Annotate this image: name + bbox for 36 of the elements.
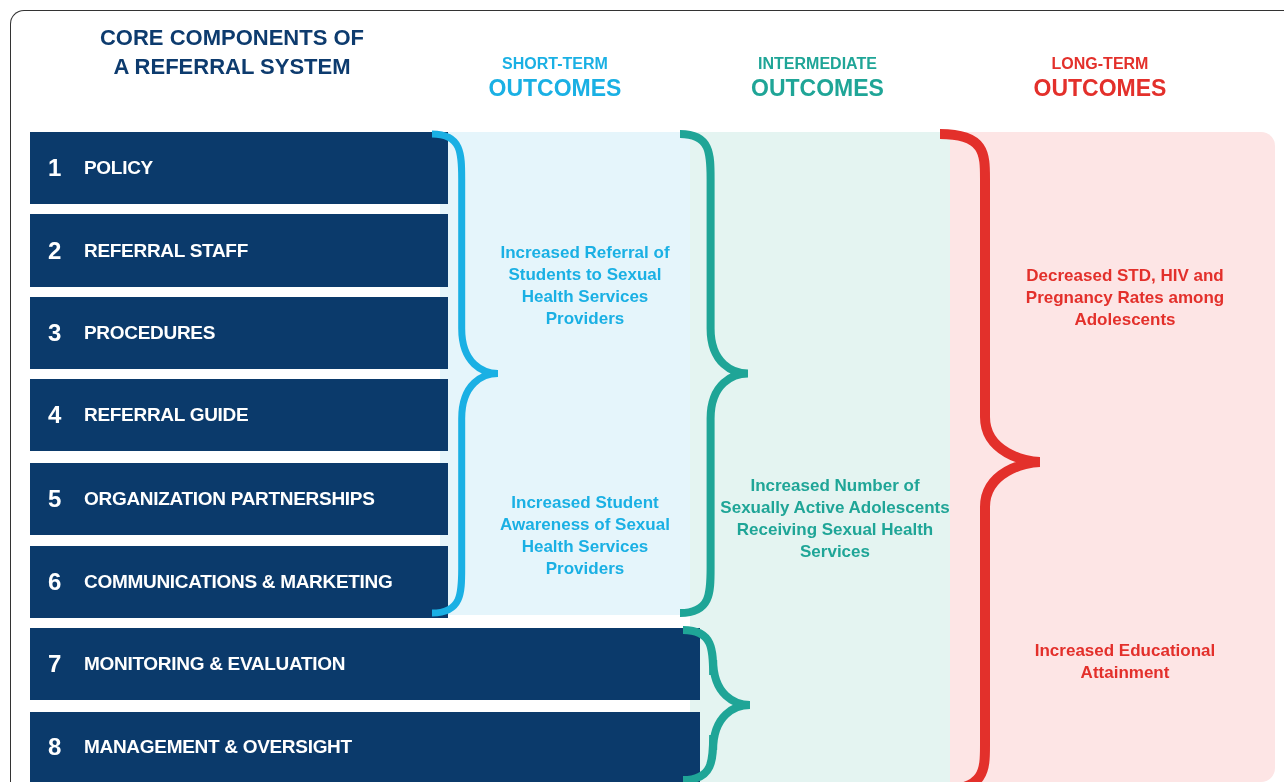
component-number: 2	[48, 236, 63, 265]
column-heading: OUTCOMES	[487, 75, 623, 102]
component-bar	[30, 214, 448, 287]
column-subheading: SHORT-TERM	[501, 55, 609, 73]
component-number: 4	[48, 401, 63, 429]
component-number: 3	[48, 319, 63, 347]
outcome-text: Decreased STD, HIV and Pregnancy Rates among Adolescents	[1024, 265, 1226, 332]
component-bar	[30, 628, 700, 700]
component-bar	[30, 712, 700, 782]
column-heading: OUTCOMES	[1032, 75, 1168, 102]
outcome-text: Increased Educational Attainment	[1033, 640, 1217, 685]
component-name: ORGANIZATION PARTNERSHIPS	[84, 488, 375, 510]
component-name: REFERRAL STAFF	[84, 239, 248, 262]
column-heading: OUTCOMES	[750, 75, 885, 102]
component-number: 1	[48, 154, 63, 182]
component-name: PROCEDURES	[84, 322, 216, 344]
outcome-text: Increased Number of Sexually Active Adolescents Receiving Sexual Health Services	[720, 475, 950, 564]
column-subheading: INTERMEDIATE	[757, 55, 878, 73]
component-name: COMMUNICATIONS & MARKETING	[84, 571, 393, 593]
component-number: 6	[48, 568, 63, 596]
component-name: REFERRAL GUIDE	[84, 404, 249, 426]
component-number: 7	[48, 650, 63, 678]
component-bar	[30, 297, 448, 369]
component-name: MANAGEMENT & OVERSIGHT	[84, 736, 352, 758]
component-name: POLICY	[84, 157, 153, 179]
component-name: MONITORING & EVALUATION	[84, 653, 346, 675]
component-bar	[30, 132, 448, 204]
component-number: 8	[48, 733, 63, 761]
component-number: 5	[48, 485, 63, 513]
component-bar	[30, 546, 448, 618]
column-subheading: LONG-TERM	[1050, 55, 1150, 73]
outcome-text: Increased Student Awareness of Sexual Health Services Providers	[499, 492, 671, 581]
component-bar	[30, 379, 448, 451]
outcome-text: Increased Referral of Students to Sexual Health Services Providers	[499, 242, 671, 331]
component-bar	[30, 463, 448, 535]
column-heading: CORE COMPONENTS OF A REFERRAL SYSTEM	[99, 24, 365, 81]
